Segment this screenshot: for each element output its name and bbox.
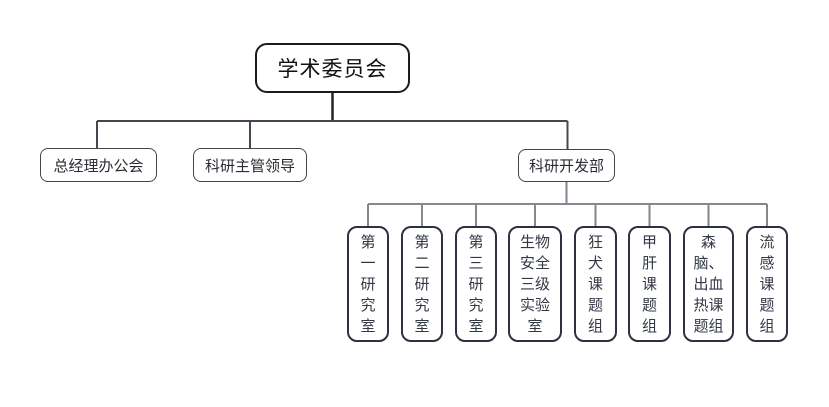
org-node-general-manager-office: 总经理办公会 [40,148,157,182]
level2-connector-lines [96,120,569,149]
org-node-hepatitis-a-group: 甲肝课题组 [628,226,671,342]
org-node-rd-department: 科研开发部 [518,149,615,182]
org-node-label: 流感课题组 [759,233,775,335]
org-node-academic-committee: 学术委员会 [255,43,410,93]
org-node-label: 森脑、出血热课题组 [693,233,724,335]
org-node-rabies-group: 狂犬课题组 [574,226,617,342]
org-node-label: 科研开发部 [528,158,604,175]
org-node-label: 科研主管领导 [204,157,295,175]
org-node-label: 总经理办公会 [53,157,144,175]
org-node-encephalitis-hemorrhagic-fever-group: 森脑、出血热课题组 [683,226,734,342]
org-node-third-research-office: 第三研究室 [455,226,497,342]
org-node-biosafety-level3-lab: 生物安全三级实验室 [508,226,562,342]
org-node-research-supervisor: 科研主管领导 [193,148,307,182]
org-node-label: 第一研究室 [360,233,376,335]
org-node-first-research-office: 第一研究室 [347,226,389,342]
org-node-influenza-group: 流感课题组 [746,226,788,342]
level3-connector-lines [367,182,768,226]
org-node-label: 生物安全三级实验室 [519,233,550,335]
org-node-label: 第二研究室 [414,233,430,335]
org-node-label: 狂犬课题组 [587,233,603,335]
org-node-label: 学术委员会 [277,58,388,81]
org-node-second-research-office: 第二研究室 [401,226,443,342]
org-node-label: 第三研究室 [468,233,484,335]
org-node-label: 甲肝课题组 [641,233,657,335]
